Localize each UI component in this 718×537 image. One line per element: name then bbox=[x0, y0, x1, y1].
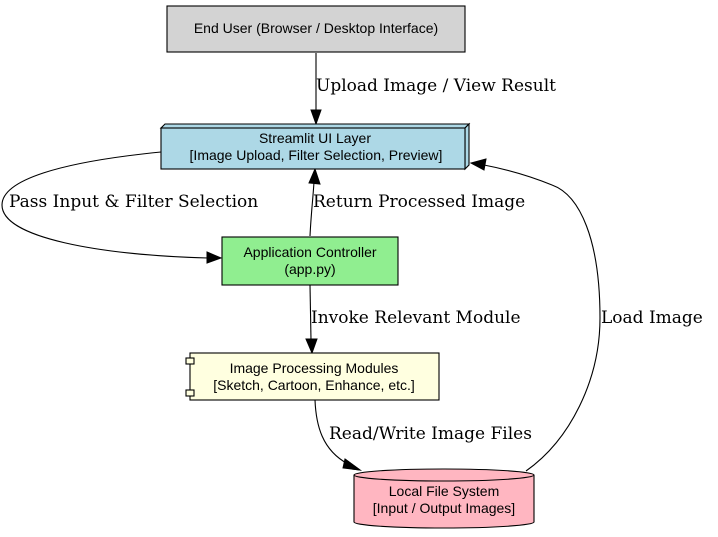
node-controller: Application Controller (app.py) bbox=[221, 236, 399, 286]
edge-label-pass-input: Pass Input & Filter Selection bbox=[9, 192, 258, 212]
node-modules: Image Processing Modules [Sketch, Cartoo… bbox=[185, 352, 440, 401]
node-filesystem-title: Local File System bbox=[389, 483, 499, 499]
arrowhead bbox=[310, 109, 322, 126]
edge-invoke: Invoke Relevant Module bbox=[305, 284, 521, 355]
node-modules-subtitle: [Sketch, Cartoon, Enhance, etc.] bbox=[213, 377, 415, 393]
node-controller-title: Application Controller bbox=[243, 244, 376, 260]
edge-label-read-write: Read/Write Image Files bbox=[329, 424, 532, 444]
node-ui-layer-title: Streamlit UI Layer bbox=[259, 130, 371, 146]
edge-load-image: Load Image bbox=[469, 158, 703, 472]
arrowhead bbox=[206, 251, 223, 264]
node-ui-layer: Streamlit UI Layer [Image Upload, Filter… bbox=[159, 122, 471, 171]
arrowhead bbox=[469, 158, 487, 171]
node-modules-title: Image Processing Modules bbox=[230, 360, 399, 376]
arrowhead bbox=[305, 338, 318, 355]
component-tab-icon bbox=[185, 357, 195, 365]
node-end-user: End User (Browser / Desktop Interface) bbox=[166, 5, 466, 53]
edge-read-write: Read/Write Image Files bbox=[314, 399, 532, 471]
component-tab-icon bbox=[185, 389, 195, 397]
node-end-user-label: End User (Browser / Desktop Interface) bbox=[194, 20, 438, 36]
edge-label-load-image: Load Image bbox=[601, 308, 703, 328]
edge-upload: Upload Image / View Result bbox=[310, 53, 556, 126]
edge-label-return-processed: Return Processed Image bbox=[313, 192, 525, 212]
node-filesystem-subtitle: [Input / Output Images] bbox=[373, 500, 515, 516]
edge-label-invoke: Invoke Relevant Module bbox=[311, 308, 521, 328]
node-controller-subtitle: (app.py) bbox=[284, 261, 335, 277]
node-filesystem: Local File System [Input / Output Images… bbox=[353, 468, 535, 529]
edge-pass-input: Pass Input & Filter Selection bbox=[1, 151, 258, 264]
node-ui-layer-subtitle: [Image Upload, Filter Selection, Preview… bbox=[190, 147, 443, 163]
arrowhead bbox=[308, 167, 321, 185]
edge-return-processed: Return Processed Image bbox=[308, 167, 525, 237]
edge-label-upload: Upload Image / View Result bbox=[316, 76, 556, 96]
